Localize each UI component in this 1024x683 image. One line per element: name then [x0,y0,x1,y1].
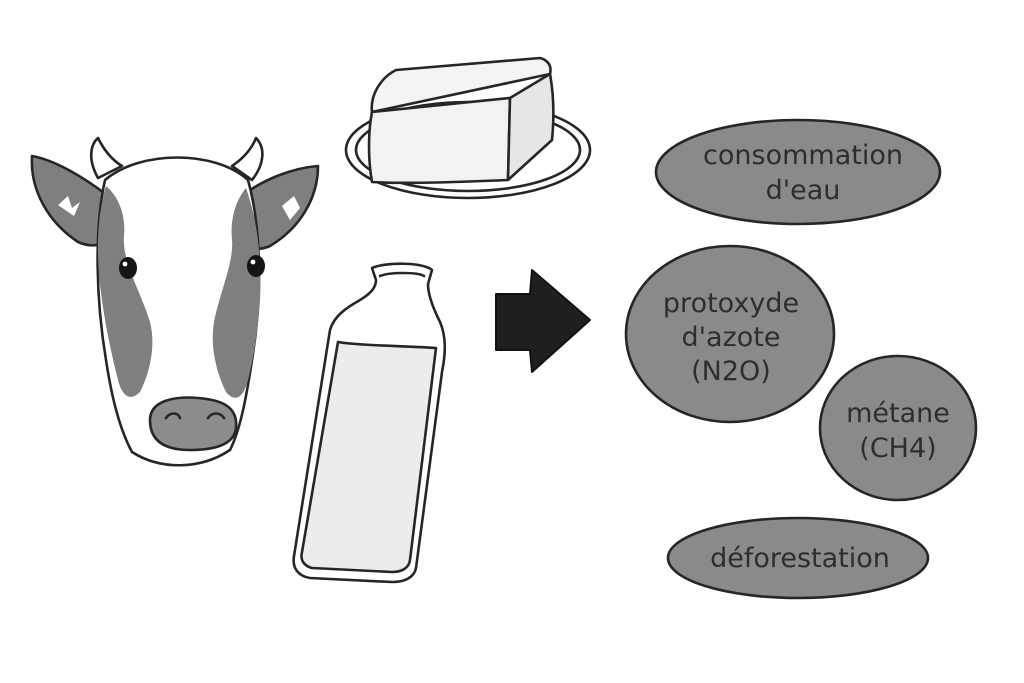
impact-water-label-line2: d'eau [766,175,841,206]
milk-bottle [292,262,447,584]
impact-deforestation-bubble: déforestation [666,516,930,600]
cow-right-eye-shine [250,259,256,265]
right-arrow-icon [495,269,591,373]
milk-bottle-inner-line [378,271,426,278]
impact-methane-bubble: métane (CH4) [818,354,978,502]
impact-deforestation-label-line1: déforestation [710,543,890,574]
cow-right-ear-inner [282,196,300,220]
impact-water-shape [654,118,942,226]
impact-methane-label-line1: métane [846,398,950,429]
cow-left-eye-shine [122,261,128,267]
impact-nitrous-oxide-label-line3: (N2O) [691,356,771,387]
cow-right-nostril [206,412,226,420]
cow-nose [148,396,238,452]
impact-nitrous-oxide-bubble: protoxyde d'azote (N2O) [624,244,836,424]
cow-left-horn [89,136,124,180]
impact-nitrous-oxide-shape [624,244,836,424]
impact-methane-label-line2: (CH4) [859,433,936,464]
milk-bottle-milk [300,340,438,574]
cow-right-eye [247,255,265,277]
impact-nitrous-oxide-label-line2: d'azote [682,322,781,353]
impact-water-label-line1: consommation [703,140,903,171]
impact-nitrous-oxide-label-line1: protoxyde [663,288,799,319]
cow-head [30,136,320,467]
impact-deforestation-shape [666,516,930,600]
butter-on-dish [344,56,592,200]
cow-left-nostril [164,412,182,420]
impact-water-bubble: consommation d'eau [654,118,942,226]
cow-left-eye [119,257,137,279]
cow-right-patch [212,188,261,398]
butter-block-side [506,72,555,182]
cow-left-patch [97,186,153,397]
cow-left-ear-inner [58,196,80,216]
butter-block-front [367,96,512,185]
impact-methane-shape [818,354,978,502]
cow-right-horn [230,136,264,182]
